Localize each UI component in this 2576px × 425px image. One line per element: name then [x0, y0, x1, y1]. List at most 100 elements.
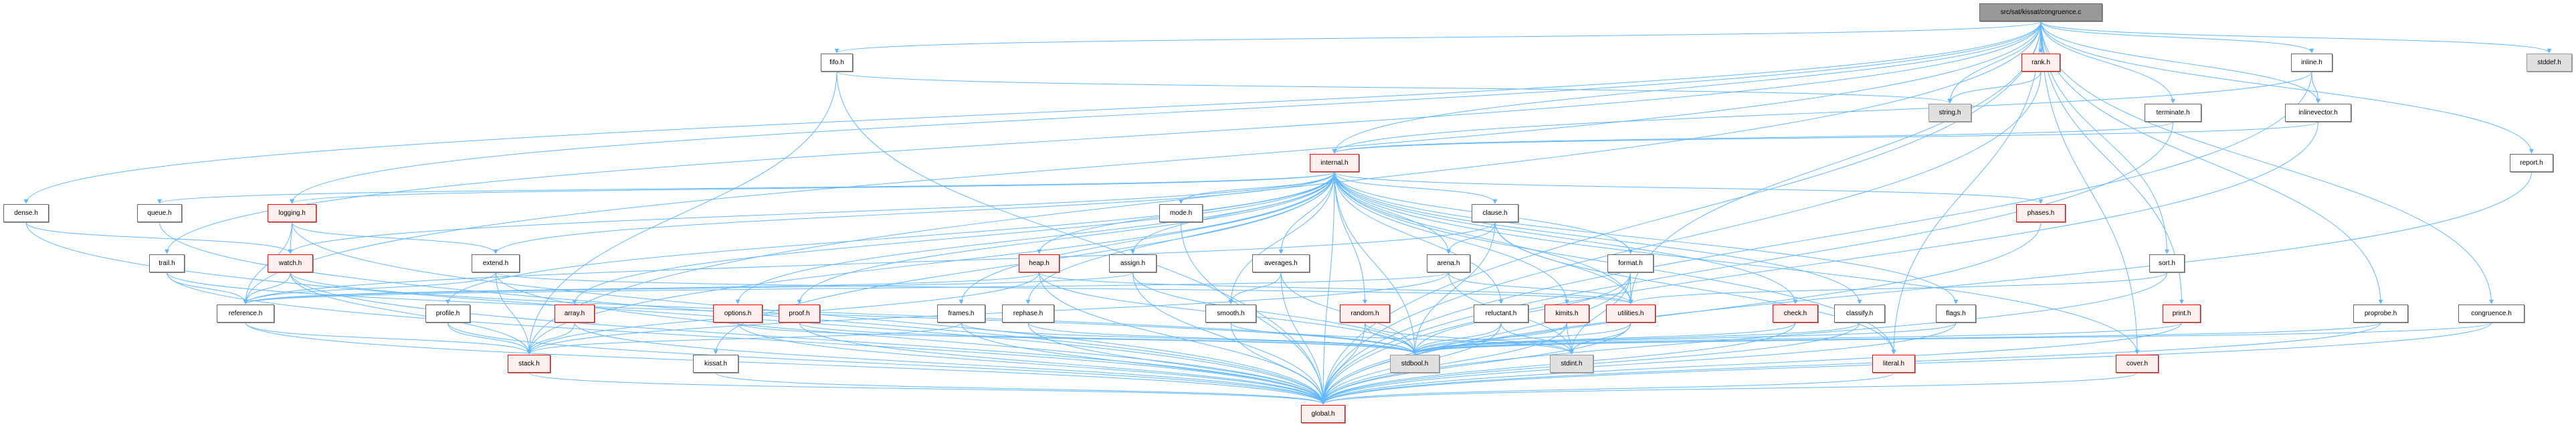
- node-congruence-h[interactable]: congruence.h: [2458, 305, 2524, 323]
- edge-print-to-global: [1320, 322, 2182, 405]
- node-assign[interactable]: assign.h: [1109, 254, 1157, 272]
- node-kimits[interactable]: kimits.h: [1545, 305, 1589, 323]
- node-stdint[interactable]: stdint.h: [1550, 355, 1593, 373]
- node-root[interactable]: src/sat/kissat/congruence.c: [1979, 3, 2102, 21]
- edge-root-to-inline: [2040, 21, 2314, 54]
- node-rank[interactable]: rank.h: [2021, 54, 2060, 72]
- node-flags[interactable]: flags.h: [1936, 305, 1976, 323]
- node-clause[interactable]: clause.h: [1472, 204, 1518, 222]
- node-internal[interactable]: internal.h: [1310, 154, 1359, 172]
- node-options[interactable]: options.h: [713, 305, 763, 323]
- node-label: kissat.h: [704, 360, 727, 367]
- node-label: profile.h: [435, 310, 460, 317]
- edge-profile-to-global: [448, 322, 1326, 405]
- node-fifo[interactable]: fifo.h: [821, 54, 853, 72]
- edge-root-to-terminate: [2040, 21, 2175, 104]
- edge-rank-to-global: [1320, 71, 2042, 405]
- node-heap[interactable]: heap.h: [1019, 254, 1060, 272]
- node-label: check.h: [1783, 310, 1807, 317]
- node-logging[interactable]: logging.h: [268, 204, 316, 222]
- edge-internal-to-stdbool: [1334, 171, 1417, 355]
- edge-arena-to-stack: [526, 272, 1449, 355]
- edge-profile-to-stack: [448, 322, 532, 355]
- node-check[interactable]: check.h: [1773, 305, 1818, 323]
- edge-internal-to-stack: [526, 171, 1335, 355]
- node-frames[interactable]: frames.h: [937, 305, 985, 323]
- edge-rephase-to-stdbool: [1027, 322, 1417, 355]
- edge-rephase-to-global: [1027, 322, 1326, 405]
- node-label: fifo.h: [829, 59, 844, 66]
- edge-smooth-to-global: [1230, 322, 1326, 405]
- edge-internal-to-queue: [157, 171, 1335, 204]
- node-label: proprobe.h: [2364, 310, 2397, 317]
- edge-internal-to-arena: [1334, 171, 1451, 254]
- node-label: logging.h: [278, 209, 306, 217]
- edge-internal-to-cover: [1334, 171, 2140, 355]
- edge-reluctant-to-stdbool: [1412, 322, 1502, 355]
- edge-frames-to-stdbool: [961, 322, 1417, 355]
- edge-terminate-to-internal: [1332, 121, 2173, 154]
- node-stdbool[interactable]: stdbool.h: [1390, 355, 1440, 373]
- node-utilities[interactable]: utilities.h: [1606, 305, 1656, 323]
- node-literal[interactable]: literal.h: [1872, 355, 1915, 373]
- node-label: assign.h: [1120, 260, 1146, 267]
- node-sort[interactable]: sort.h: [2149, 254, 2185, 272]
- node-dense[interactable]: dense.h: [3, 204, 49, 222]
- node-trail[interactable]: trail.h: [149, 254, 185, 272]
- edge-root-to-stddef: [2040, 21, 2552, 54]
- edge-heap-to-reference: [243, 272, 1039, 305]
- edge-root-to-fifo: [834, 21, 2042, 54]
- node-queue[interactable]: queue.h: [137, 204, 182, 222]
- node-extend[interactable]: extend.h: [472, 254, 520, 272]
- node-rephase[interactable]: rephase.h: [1002, 305, 1054, 323]
- edge-internal-to-proof: [797, 171, 1335, 305]
- node-arena[interactable]: arena.h: [1427, 254, 1470, 272]
- node-mode[interactable]: mode.h: [1159, 204, 1203, 222]
- node-label: random.h: [1351, 310, 1379, 317]
- node-label: src/sat/kissat/congruence.c: [2000, 9, 2082, 16]
- node-watch[interactable]: watch.h: [268, 254, 313, 272]
- node-label: rephase.h: [1013, 310, 1044, 317]
- node-label: inlinevector.h: [2298, 109, 2338, 116]
- node-classify[interactable]: classify.h: [1834, 305, 1885, 323]
- node-global[interactable]: global.h: [1301, 405, 1345, 423]
- node-label: proof.h: [789, 310, 810, 317]
- node-reference[interactable]: reference.h: [217, 305, 274, 323]
- node-stddef[interactable]: stddef.h: [2527, 54, 2572, 72]
- node-random[interactable]: random.h: [1340, 305, 1390, 323]
- node-proprobe[interactable]: proprobe.h: [2353, 305, 2408, 323]
- node-proof[interactable]: proof.h: [779, 305, 820, 323]
- node-inline[interactable]: inline.h: [2291, 54, 2333, 72]
- node-label: stdbool.h: [1401, 360, 1429, 367]
- node-label: report.h: [2520, 159, 2543, 167]
- node-inlinevector[interactable]: inlinevector.h: [2285, 104, 2351, 122]
- node-label: stddef.h: [2537, 59, 2561, 66]
- edge-root-to-report: [2040, 21, 2534, 154]
- node-string[interactable]: string.h: [1928, 104, 1971, 122]
- node-averages[interactable]: averages.h: [1252, 254, 1310, 272]
- node-profile[interactable]: profile.h: [425, 305, 470, 323]
- node-label: mode.h: [1169, 209, 1193, 217]
- node-report[interactable]: report.h: [2510, 154, 2553, 172]
- edge-extend-to-utilities: [495, 272, 1633, 305]
- edge-dense-to-global: [25, 222, 1326, 405]
- node-reluctant[interactable]: reluctant.h: [1474, 305, 1528, 323]
- node-stack[interactable]: stack.h: [508, 355, 551, 373]
- node-label: format.h: [1618, 260, 1643, 267]
- edge-root-to-internal: [1332, 21, 2042, 154]
- node-print[interactable]: print.h: [2163, 305, 2201, 323]
- node-label: utilities.h: [1617, 310, 1644, 317]
- node-terminate[interactable]: terminate.h: [2145, 104, 2201, 122]
- edge-averages-to-smooth: [1228, 272, 1282, 305]
- edge-root-to-inlinevector: [2040, 21, 2320, 104]
- node-phases[interactable]: phases.h: [2016, 204, 2066, 222]
- edge-internal-to-kimits: [1334, 171, 1569, 305]
- node-format[interactable]: format.h: [1607, 254, 1654, 272]
- node-smooth[interactable]: smooth.h: [1205, 305, 1256, 323]
- node-kissat[interactable]: kissat.h: [693, 355, 738, 373]
- node-cover[interactable]: cover.h: [2116, 355, 2159, 373]
- node-label: queue.h: [147, 209, 172, 217]
- node-label: reluctant.h: [1485, 310, 1517, 317]
- node-array[interactable]: array.h: [555, 305, 595, 323]
